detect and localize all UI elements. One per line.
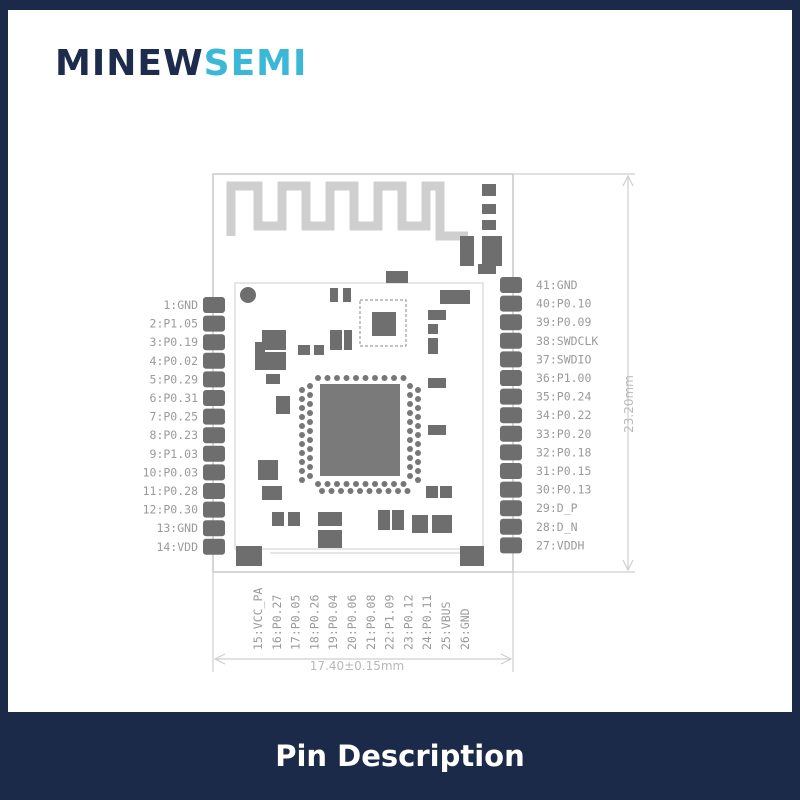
left-pin-labels: 1:GND 2:P1.05 3:P0.19 4:P0.02 5:P0.29 6:P0.31… [143,298,198,554]
left-pin-label: 2:P1.05 [150,317,198,331]
bottom-pin-label: 18:P0.26 [307,595,321,650]
right-pad [500,444,522,461]
main-chip [320,384,400,476]
right-pin-label: 37:SWDIO [536,352,591,366]
right-pin-label: 31:P0.15 [536,464,591,478]
bottom-pin-label: 22:P1.09 [383,595,397,650]
right-pin-label: 41:GND [536,278,578,292]
right-pin-label: 32:P0.18 [536,445,591,459]
passive-components [255,184,502,548]
bottom-pads [236,546,484,566]
right-pin-label: 39:P0.09 [536,315,591,329]
right-pad [500,463,522,479]
left-pad [203,520,225,537]
left-pin-label: 8:P0.23 [150,428,199,442]
left-pin-label: 14:VDD [156,540,198,554]
pin1-marker-dot [240,287,256,303]
shield-outline [234,282,484,550]
left-pin-label: 3:P0.19 [150,335,199,349]
right-pad [500,425,522,442]
left-pad [203,483,225,499]
width-dimension-label: 17.40±0.15mm [310,659,405,673]
right-pin-labels: 41:GND 40:P0.10 39:P0.09 38:SWDCLK 37:SWDIO 3… [536,278,598,552]
left-pin-label: 1:GND [163,298,198,312]
right-pin-label: 30:P0.13 [536,483,591,497]
right-pin-label: 27:VDDH [536,538,585,552]
bottom-pin-labels: 15:VCC_PA 16:P0.27 17:P0.05 18:P0.26 19:P0.0… [251,588,472,650]
bottom-pin-label: 17:P0.05 [289,595,303,650]
caption-bar: Pin Description [0,712,800,800]
right-pad [500,351,522,368]
left-pin-label: 4:P0.02 [150,354,198,368]
content-panel [8,10,792,712]
left-pin-label: 12:P0.30 [143,503,198,517]
right-pad [500,537,522,554]
right-pin-label: 38:SWDCLK [536,334,598,348]
bottom-pin-label: 24:P0.11 [420,595,434,650]
right-pin-label: 35:P0.24 [536,390,591,404]
left-pad [203,427,225,444]
caption-text: Pin Description [275,739,525,773]
width-dimension-lines [212,572,514,672]
bottom-pin-label: 15:VCC_PA [251,588,265,650]
left-pin-label: 13:GND [156,521,198,535]
right-pad [500,295,522,312]
right-pad [500,370,522,386]
right-pad [500,332,522,349]
right-pad [500,407,522,424]
brand-logo-part1: MINEW [55,43,204,84]
right-pad [500,518,522,535]
left-pads [203,297,225,555]
bottom-pin-label: 19:P0.04 [326,595,340,650]
left-pad [203,334,225,351]
right-pin-label: 33:P0.20 [536,427,591,441]
bottom-pin-label: 23:P0.12 [401,595,415,650]
right-pad [500,500,522,517]
right-pin-label: 36:P1.00 [536,371,591,385]
antenna-trace [226,181,468,241]
right-pad [500,277,522,293]
height-dimension-label: 23.20mm [622,375,636,433]
bottom-pin-label: 20:P0.06 [345,595,359,650]
right-pad [500,314,522,331]
left-pin-label: 6:P0.31 [150,391,199,405]
chip-ball-grid [299,375,421,494]
qfn-outline [359,299,407,347]
right-pad [500,388,522,405]
bottom-pin-label: 26:GND [458,608,472,650]
brand-logo: MINEWSEMI [55,44,307,84]
left-pad [203,352,225,369]
right-pin-label: 28:D_N [536,520,578,534]
right-pin-label: 40:P0.10 [536,297,591,311]
qfn-chip [372,312,396,336]
left-pad [203,538,225,555]
left-pad [203,371,225,388]
left-pad [203,445,225,462]
left-pad [203,408,225,425]
height-dimension-lines [513,173,635,573]
left-pin-label: 9:P1.03 [150,447,199,461]
bottom-pin-label: 25:VBUS [439,601,453,650]
left-pin-label: 7:P0.25 [150,410,198,424]
left-pad [203,501,225,518]
left-pin-label: 10:P0.03 [143,465,198,479]
left-pad [203,464,225,481]
left-pin-label: 5:P0.29 [150,372,199,386]
bottom-pin-label: 21:P0.08 [364,595,378,650]
left-pad [203,315,225,332]
brand-logo-part2: SEMI [203,43,308,84]
left-pin-label: 11:P0.28 [143,484,198,498]
bottom-pin-label: 16:P0.27 [270,595,284,650]
right-pads [500,277,522,554]
left-pad [203,297,225,313]
right-pin-label: 34:P0.22 [536,408,591,422]
right-pin-label: 29:D_P [536,501,578,515]
left-pad [203,390,225,406]
right-pad [500,481,522,498]
